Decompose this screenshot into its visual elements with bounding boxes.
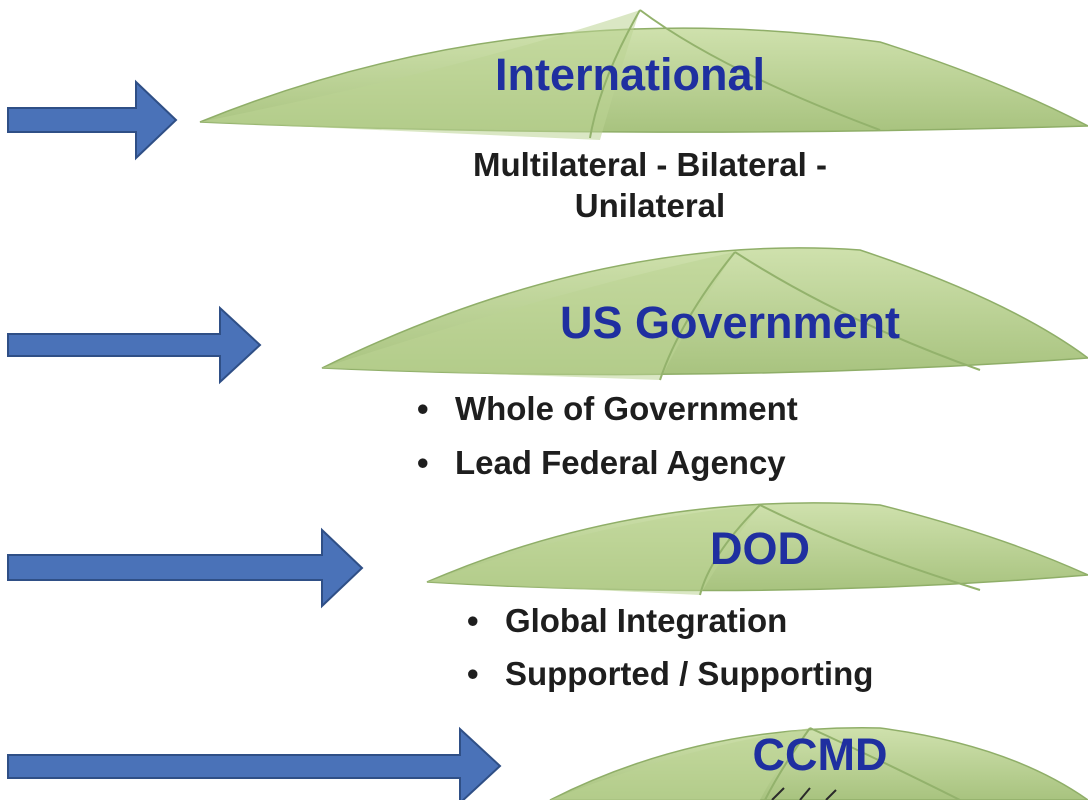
umbrella-ccmd [549,727,1088,800]
arrow-us-government [7,305,262,385]
umbrella-us-government [321,247,1088,381]
tier-subtitle-international: Multilateral - Bilateral - Unilateral [350,144,950,227]
subtitle-line: Multilateral - Bilateral - [473,146,827,183]
tier-title-international: International [494,49,766,100]
umbrella-dod [426,502,1088,596]
bullet-item: Global Integration [467,595,873,648]
tier-title-ccmd: CCMD [752,729,888,780]
subtitle-line: Unilateral [574,187,726,225]
tier-title-us-government: US Government [559,297,901,348]
bullet-item: Supported / Supporting [467,648,873,701]
umbrella-international [199,9,1088,140]
bullet-item: Lead Federal Agency [417,436,798,490]
tier-bullets-dod: Global Integration Supported / Supportin… [467,595,873,701]
tier-title-dod: DOD [710,523,810,574]
bullet-item: Whole of Government [417,382,798,436]
arrow-international [7,79,178,161]
arrow-ccmd [7,726,502,800]
tier-bullets-us-government: Whole of Government Lead Federal Agency [417,382,798,491]
arrow-dod [7,527,364,609]
